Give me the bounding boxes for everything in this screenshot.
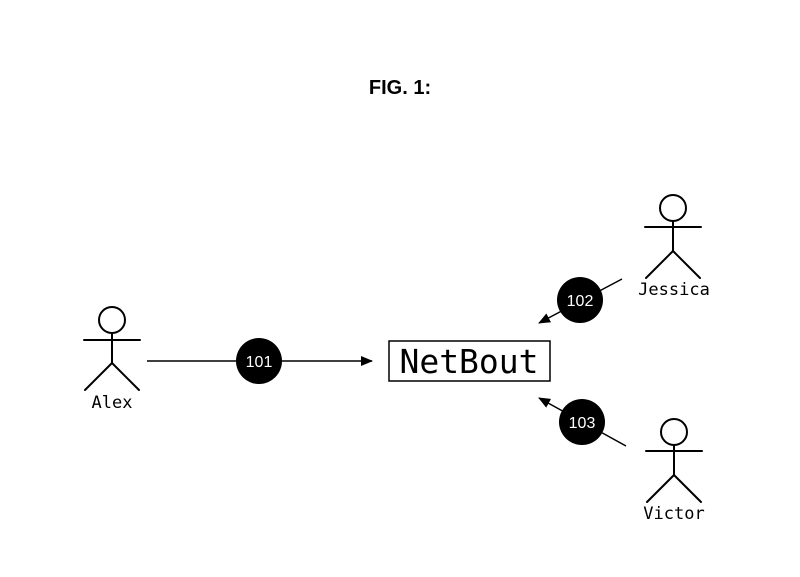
actor-label-victor: Victor	[643, 504, 704, 524]
stick-figure-icon	[83, 306, 141, 391]
actor-victor: Victor	[643, 418, 705, 524]
badge-102	[557, 277, 603, 323]
figure-title: FIG. 1:	[369, 77, 431, 99]
actor-label-alex: Alex	[92, 393, 133, 413]
actor-alex: Alex	[83, 306, 141, 413]
badge-103	[559, 399, 605, 445]
stick-figure-icon	[644, 194, 702, 279]
connection-102: 102	[538, 277, 623, 324]
system-netbout: NetBout	[388, 340, 551, 382]
connection-101: 101	[147, 338, 373, 384]
stick-figure-icon	[645, 418, 703, 503]
actor-label-jessica: Jessica	[638, 280, 710, 300]
connection-103: 103	[538, 397, 627, 447]
system-box	[388, 340, 551, 382]
badge-label-101: 101	[246, 354, 273, 371]
actor-jessica: Jessica	[638, 194, 710, 300]
badge-label-103: 103	[569, 415, 596, 432]
badge-label-102: 102	[567, 293, 594, 310]
badge-101	[236, 338, 282, 384]
system-label: NetBout	[399, 342, 538, 381]
